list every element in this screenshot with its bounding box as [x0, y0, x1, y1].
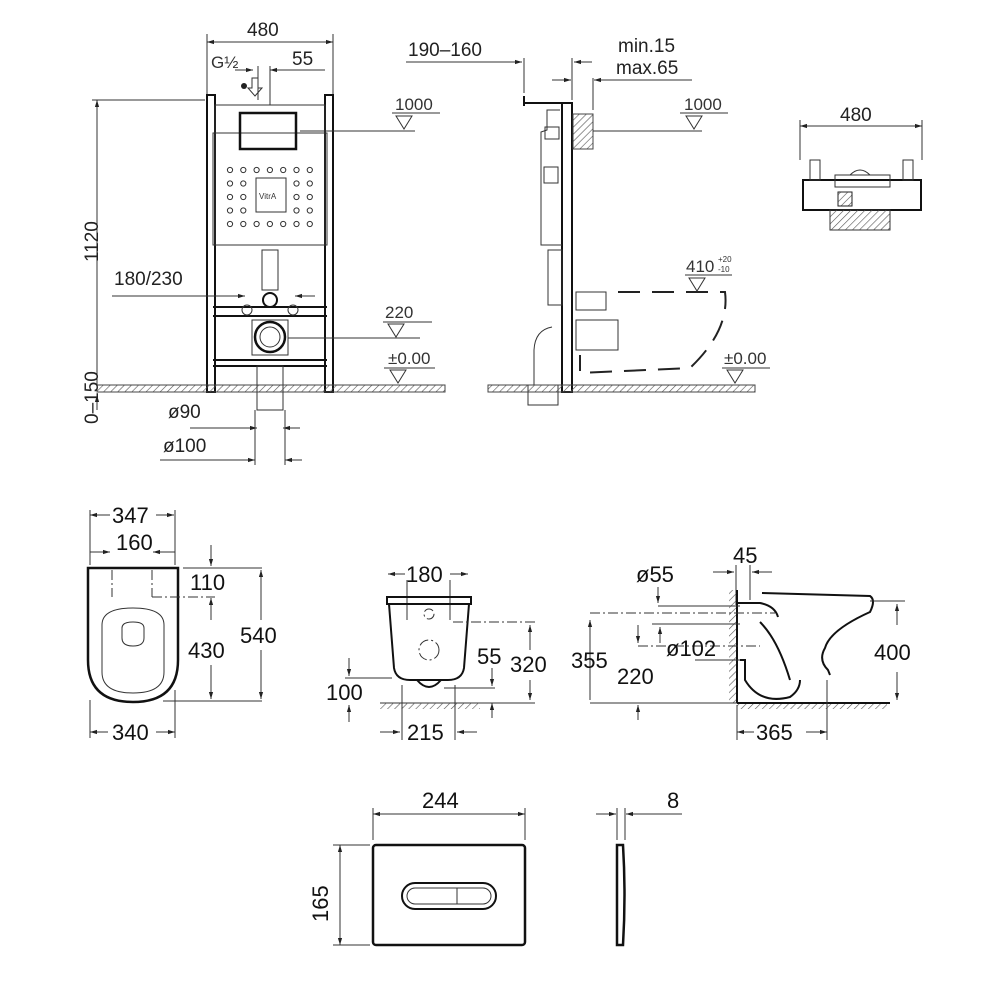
dim-pan-bolt-spacing: 160 — [116, 530, 153, 555]
svg-text:±0.00: ±0.00 — [724, 349, 766, 368]
cistern-dot — [280, 166, 287, 174]
dim-side-inlet-height: 355 — [571, 648, 608, 673]
dim-front-bolt-height: 320 — [510, 652, 547, 677]
cistern-dot — [306, 220, 313, 228]
level-marker-220: 220 — [288, 303, 432, 339]
cistern-dot — [240, 220, 247, 228]
pan-outline — [86, 566, 180, 704]
dim-floor-adjust: 0–150 — [82, 371, 103, 424]
flush-plate-view: 244 165 8 — [308, 788, 682, 947]
water-inlet-arrow-icon — [246, 77, 264, 97]
level-marker-floor: ±0.00 — [722, 349, 770, 384]
dim-top-width: 480 — [840, 105, 872, 126]
dim-frame-height: 1120 — [82, 221, 103, 262]
cistern-dot — [226, 180, 234, 187]
flush-plate-front — [371, 843, 527, 947]
cistern-dot — [266, 220, 273, 228]
cistern-dot — [226, 207, 234, 214]
dim-side-outlet-height: 220 — [617, 664, 654, 689]
pan-front-outline — [387, 603, 471, 681]
dim-frame-depth: 190–160 — [408, 40, 482, 61]
dim-pan-bolt-to-front: 430 — [188, 638, 225, 663]
svg-text:±0.00: ±0.00 — [388, 349, 430, 368]
cistern-dot — [306, 193, 313, 201]
pan-front-view: 180 320 55 100 215 — [326, 562, 547, 745]
floor-line — [487, 384, 756, 393]
pan-side-outline — [737, 592, 874, 700]
dim-wall-max: max.65 — [616, 58, 678, 79]
dim-pan-bolt-offset: 110 — [190, 570, 225, 595]
dim-side-rim-height: 400 — [874, 640, 911, 665]
vitra-logo: VitrA — [259, 192, 277, 201]
cistern-dot — [306, 180, 313, 187]
dim-pipe-outer: ø100 — [163, 436, 206, 457]
pan-side-view: 45 400 ø55 355 ø102 220 365 — [571, 543, 911, 745]
flush-plate-opening — [238, 111, 298, 151]
cistern-dot — [240, 166, 247, 174]
level-marker-floor: ±0.00 — [384, 349, 435, 384]
cistern-dot — [240, 193, 247, 201]
dim-plate-thickness: 8 — [667, 788, 679, 813]
cistern-dot — [280, 220, 287, 228]
floor-line — [96, 384, 446, 393]
level-marker-1000: 1000 — [300, 95, 440, 132]
cistern-dot — [293, 207, 300, 214]
dim-wall-min: min.15 — [618, 36, 675, 57]
dim-inlet-thread: G½ — [211, 53, 238, 72]
svg-text:1000: 1000 — [684, 95, 722, 114]
dim-side-outlet-dia: ø102 — [666, 636, 716, 661]
cistern-dot — [240, 180, 247, 187]
dim-side-wall-gap: 45 — [733, 543, 757, 568]
svg-text:-10: -10 — [718, 265, 730, 274]
flush-plate-side — [615, 843, 626, 947]
cistern-dot — [293, 193, 300, 201]
svg-text:1000: 1000 — [395, 95, 433, 114]
dim-plate-width: 244 — [422, 788, 459, 813]
dim-front-floor-gap: 100 — [326, 680, 363, 705]
pan-top-view: 347 160 340 110 430 540 — [86, 503, 277, 745]
dim-pan-length: 540 — [240, 623, 277, 648]
cistern-dot — [240, 207, 247, 214]
svg-text:410: 410 — [686, 257, 714, 276]
cistern-dot — [293, 166, 300, 174]
cistern-dot — [253, 166, 260, 174]
dim-pan-width-bottom: 340 — [112, 720, 149, 745]
svg-text:220: 220 — [385, 303, 413, 322]
dim-front-base-width: 215 — [407, 720, 444, 745]
cistern-dot — [226, 220, 234, 228]
pan-outline-dashed — [579, 291, 727, 375]
dim-inlet-offset: 55 — [292, 49, 313, 70]
dim-plate-height: 165 — [308, 885, 333, 922]
level-marker-1000: 1000 — [593, 95, 728, 132]
dim-pipe-inner: ø90 — [168, 402, 201, 423]
cistern-dot — [306, 207, 313, 214]
side-frame-view: 190–160 min.15 max.65 1000 410 +20 — [406, 36, 770, 406]
level-marker-seat-height: 410 +20 -10 — [685, 255, 732, 292]
dim-bolt-spacing: 180/230 — [114, 269, 183, 290]
cistern-dot — [226, 193, 234, 201]
dim-side-outlet-depth: 365 — [756, 720, 793, 745]
cistern-dot — [226, 166, 234, 174]
dim-side-inlet-dia: ø55 — [636, 562, 674, 587]
top-frame-view: 480 — [799, 105, 923, 231]
dim-pan-width-top: 347 — [112, 503, 149, 528]
cistern-dot — [266, 166, 273, 174]
svg-text:+20: +20 — [718, 255, 732, 264]
cistern-dot — [293, 220, 300, 228]
dim-front-bolt-spacing: 180 — [406, 562, 443, 587]
cistern-dot — [253, 220, 260, 228]
cistern-dot-pattern — [226, 166, 313, 228]
front-frame-view: 480 G½ 55 VitrA 1120 0–150 — [82, 20, 446, 465]
outlet-connector — [253, 320, 287, 354]
flush-button-outline — [401, 882, 497, 910]
dim-frame-width: 480 — [247, 20, 279, 41]
cistern-dot — [306, 166, 313, 174]
dim-front-outlet-height: 55 — [477, 644, 501, 669]
cistern-dot — [293, 180, 300, 187]
water-drop-icon — [241, 83, 247, 89]
